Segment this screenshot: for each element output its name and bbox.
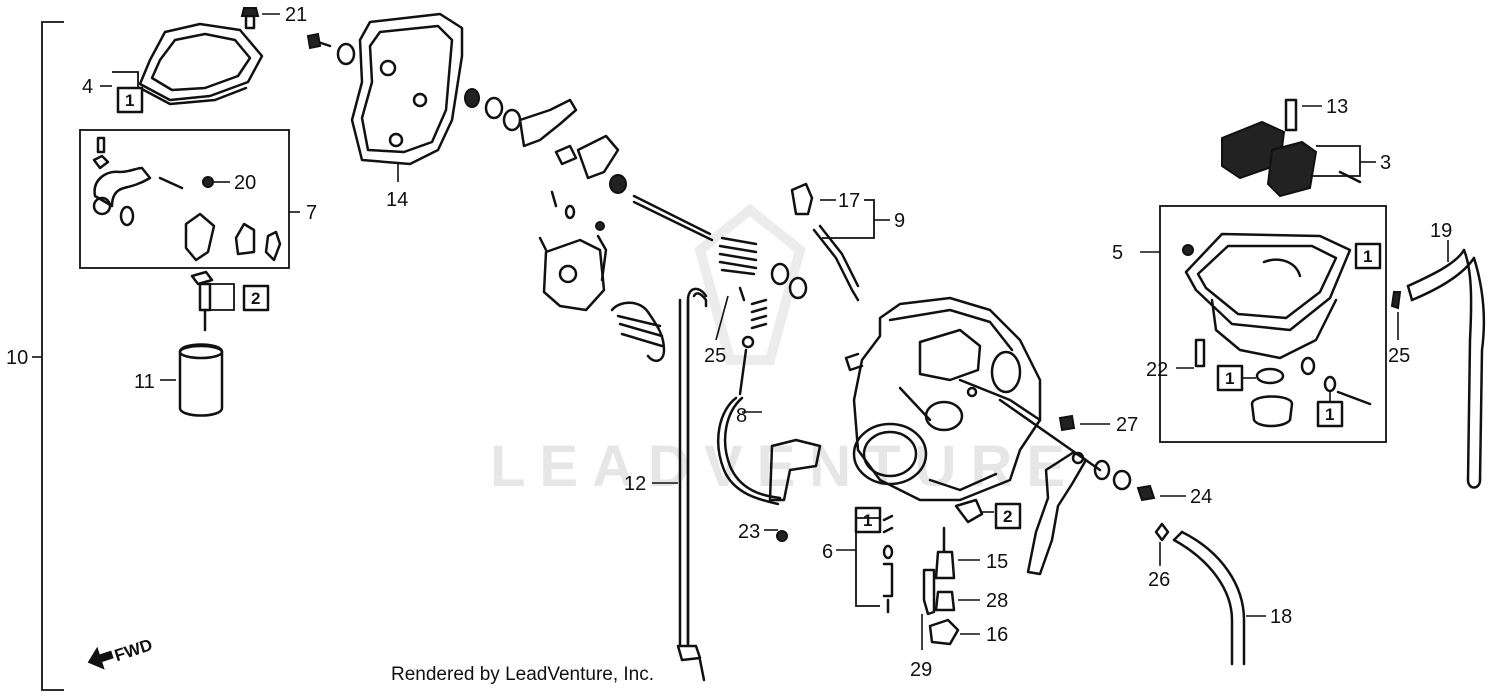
box-4: 1 (125, 91, 134, 110)
callout-13: 13 (1326, 96, 1348, 118)
callout-25-left: 25 (704, 345, 726, 367)
part-14-cover[interactable]: 14 (306, 12, 464, 211)
part-22-screw[interactable]: 22 (1146, 338, 1206, 381)
box-16: 2 (1003, 507, 1012, 526)
part-8-cable[interactable]: 8 (717, 335, 782, 506)
carburetor-body[interactable] (844, 296, 1042, 502)
part-27-screw[interactable]: 27 (1058, 414, 1138, 436)
callout-29: 29 (910, 659, 932, 681)
part-19-hose[interactable]: 19 (1406, 220, 1486, 489)
callout-10: 10 (6, 347, 28, 369)
box-22b: 1 (1325, 405, 1334, 424)
box-22: 1 (1225, 369, 1234, 388)
box-7-jet: 2 (251, 289, 260, 308)
callout-5: 5 (1112, 242, 1123, 264)
callout-7: 7 (306, 202, 317, 224)
choke-linkage-parts[interactable] (464, 88, 714, 242)
box-6: 1 (863, 511, 872, 530)
callout-23: 23 (738, 521, 760, 543)
callout-19: 19 (1430, 220, 1452, 242)
callout-25-right: 25 (1388, 345, 1410, 367)
callout-17: 17 (838, 190, 860, 212)
callout-11: 11 (134, 371, 155, 393)
callout-12: 12 (624, 473, 646, 495)
callout-28: 28 (986, 590, 1008, 612)
callout-18: 18 (1270, 606, 1292, 628)
callout-24: 24 (1190, 486, 1212, 508)
callout-16: 16 (986, 624, 1008, 646)
callout-4: 4 (82, 76, 93, 98)
part-23-bracket[interactable]: 23 (738, 438, 822, 543)
part-5-float-bowl[interactable]: 5 1 25 1 1 (1112, 205, 1410, 443)
fwd-indicator: FWD (87, 635, 155, 670)
part-2-plug[interactable]: 2 (954, 498, 1022, 530)
part-21-bolt[interactable]: 21 (240, 4, 307, 30)
callout-14: 14 (386, 189, 408, 211)
part-7-kit[interactable]: 20 7 (79, 129, 317, 269)
part-4-cover[interactable]: 4 1 (82, 22, 264, 114)
callout-22: 22 (1146, 359, 1168, 381)
springs[interactable]: 25 (704, 236, 808, 367)
callout-8: 8 (736, 405, 747, 427)
callout-21: 21 (285, 4, 307, 26)
callout-6: 6 (822, 541, 833, 563)
arrow-left-icon (87, 646, 114, 670)
fwd-label: FWD (112, 635, 155, 665)
watermark: LEADVENTURE (490, 203, 1065, 499)
jets-15-28-16-29[interactable]: 15 28 16 29 (910, 526, 1008, 681)
render-credit: Rendered by LeadVenture, Inc. (391, 664, 655, 685)
part-12-tube[interactable]: 12 (624, 287, 708, 682)
part-3-float[interactable]: 13 3 (1221, 96, 1391, 198)
part-2-jet[interactable]: 2 (190, 270, 270, 332)
box-5: 1 (1363, 247, 1372, 266)
part-9-needle-assy[interactable]: 17 9 (790, 182, 905, 302)
callout-3: 3 (1380, 152, 1391, 174)
part-11-filter[interactable]: 11 (134, 343, 224, 417)
part-18-hose[interactable]: 26 18 (1148, 522, 1292, 666)
callout-27: 27 (1116, 414, 1138, 436)
throttle-linkage[interactable] (538, 234, 666, 363)
callout-26: 26 (1148, 569, 1170, 591)
callout-15: 15 (986, 551, 1008, 573)
callout-9: 9 (894, 210, 905, 232)
throttle-arm[interactable]: 24 (998, 398, 1212, 576)
bracket-10: 10 (6, 21, 64, 691)
part-6-kit[interactable]: 1 6 (822, 506, 894, 614)
callout-20: 20 (234, 172, 256, 194)
